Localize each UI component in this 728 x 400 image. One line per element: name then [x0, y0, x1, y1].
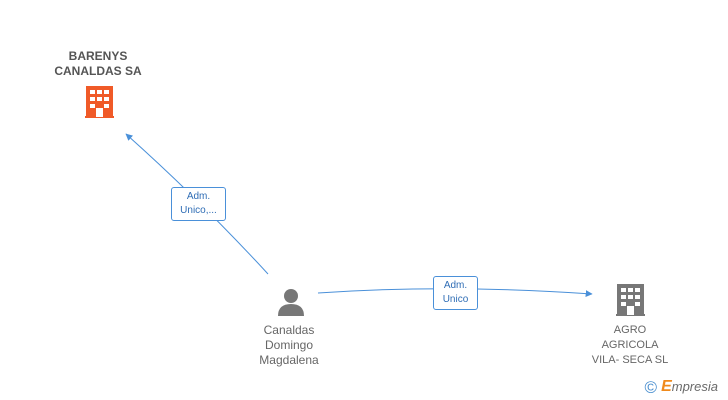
edge-label-line: Unico,...: [180, 205, 217, 216]
edge-label-barenys[interactable]: Adm. Unico,...: [171, 187, 226, 221]
edge-label-agro[interactable]: Adm. Unico: [433, 276, 478, 310]
node-label-barenys[interactable]: BARENYS CANALDAS SA: [38, 49, 158, 79]
node-name-line: BARENYS: [68, 49, 128, 63]
node-name-line: AGRICOLA: [601, 339, 659, 351]
building-icon[interactable]: [616, 284, 645, 316]
node-name-line: Magdalena: [259, 353, 319, 367]
person-icon[interactable]: [278, 289, 304, 316]
node-name-line: Canaldas: [263, 323, 315, 337]
node-name-line: VILA- SECA SL: [591, 354, 669, 366]
node-name-line: CANALDAS SA: [54, 64, 142, 78]
node-label-agro[interactable]: AGRO AGRICOLA VILA- SECA SL: [570, 323, 690, 368]
empresia-logo: Empresia: [661, 378, 718, 395]
edge-label-line: Adm.: [186, 191, 211, 202]
node-label-person[interactable]: Canaldas Domingo Magdalena: [230, 323, 348, 368]
building-icon[interactable]: [85, 86, 114, 118]
edge-label-line: Adm.: [443, 280, 468, 291]
node-name-line: AGRO: [613, 324, 647, 336]
edge-label-line: Unico: [442, 294, 469, 305]
copyright-symbol: ©: [644, 377, 658, 397]
node-name-line: Domingo: [264, 338, 314, 352]
empresia-watermark: © Empresia: [645, 378, 718, 396]
